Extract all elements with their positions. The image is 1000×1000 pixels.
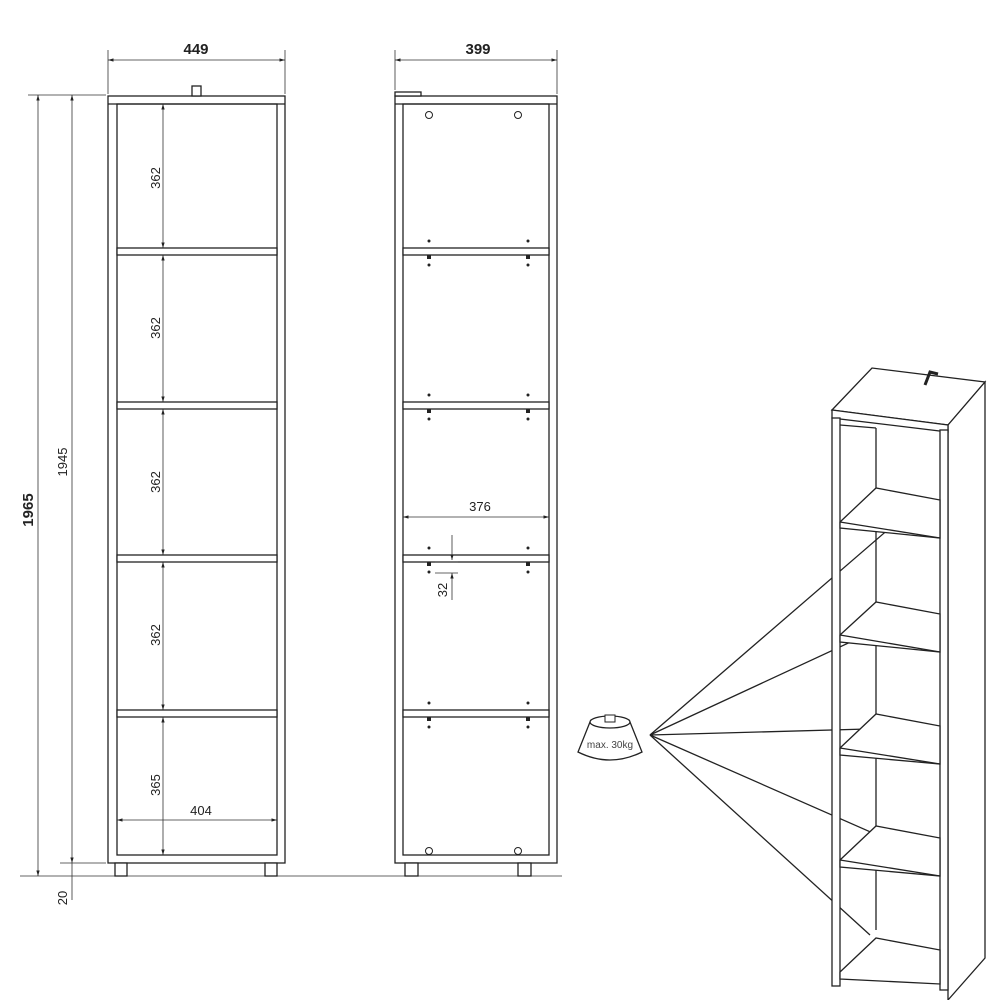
wall-bracket-icon	[923, 370, 939, 386]
inner-depth-label: 376	[469, 499, 491, 514]
foot	[517, 862, 532, 877]
foot	[264, 862, 278, 877]
shelf-pin-holes	[427, 239, 530, 729]
compartment-height-label: 365	[148, 774, 163, 796]
foot	[114, 862, 128, 877]
screw-icon	[425, 111, 522, 855]
wall-bracket-icon	[191, 85, 202, 97]
total-height-label: 1965	[20, 493, 37, 526]
max-load-label: max. 30kg	[587, 740, 633, 751]
hole-spacing-label: 32	[435, 583, 450, 597]
width-label: 449	[183, 41, 208, 58]
compartment-height-label: 362	[148, 471, 163, 493]
inner-width-label: 404	[190, 803, 212, 818]
side-view: 399 376 32	[394, 41, 558, 877]
compartment-height-label: 362	[148, 317, 163, 339]
front-view: 449 1965 1945 20 362 362 362 362 365 404	[20, 41, 286, 905]
foot	[404, 862, 419, 877]
foot-height-label: 20	[55, 891, 70, 905]
compartment-height-label: 362	[148, 624, 163, 646]
compartment-height-label: 362	[148, 167, 163, 189]
weight-icon: max. 30kg	[577, 714, 643, 761]
bookcase-3d-view	[830, 367, 987, 1000]
carcass-height-label: 1945	[55, 448, 70, 477]
depth-label: 399	[465, 41, 490, 58]
